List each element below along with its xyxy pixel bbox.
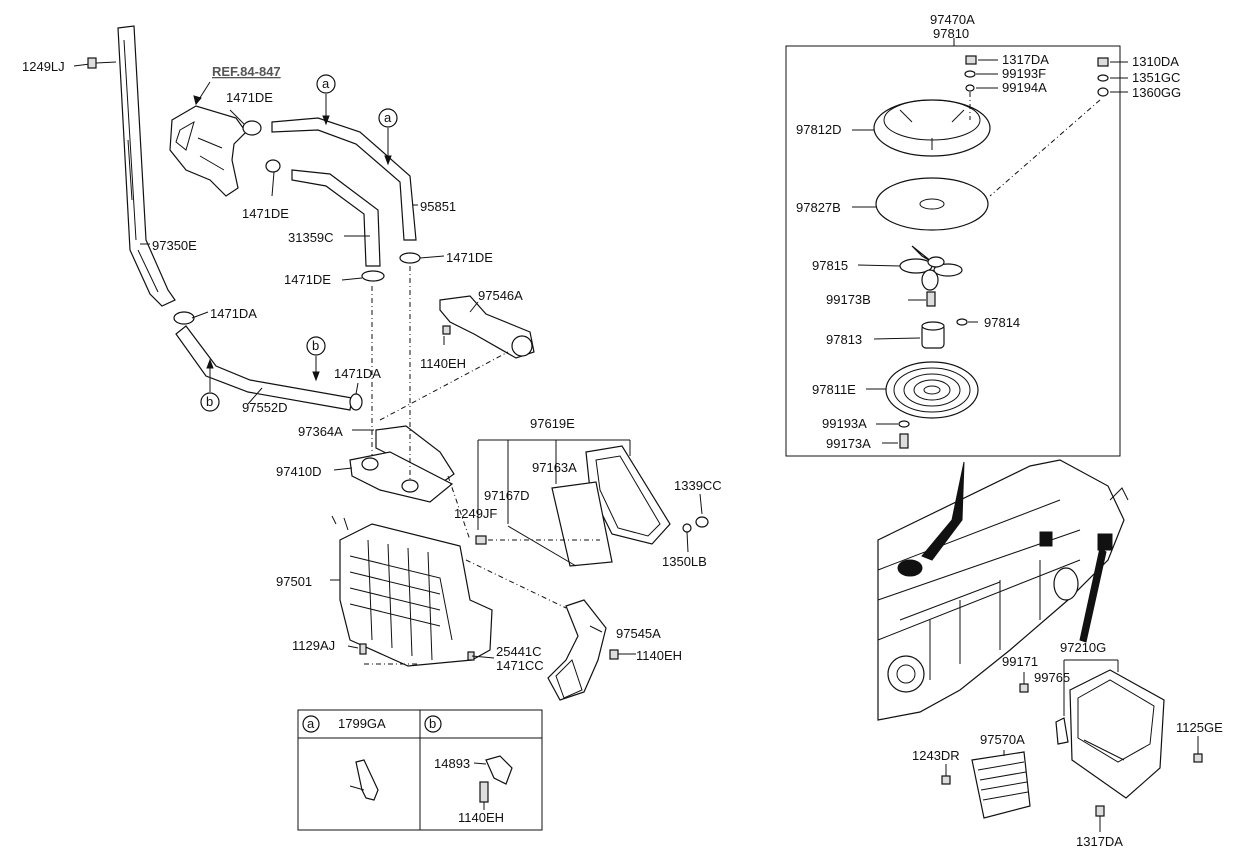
callout-97814: 97814 [984, 315, 1020, 330]
callout-97546a: 97546A [478, 288, 523, 303]
callout-1317da: 1317DA [1002, 52, 1049, 67]
callout-1249jf: 1249JF [454, 506, 497, 521]
callout-97501: 97501 [276, 574, 312, 589]
callout-1471de: 1471DE [226, 90, 273, 105]
callout-1471da: 1471DA [334, 366, 381, 381]
callout-99173a: 99173A [826, 436, 871, 451]
callout-97552d: 97552D [242, 400, 288, 415]
callout-1350lb: 1350LB [662, 554, 707, 569]
callout-97570a: 97570A [980, 732, 1025, 747]
marker-b: b [206, 394, 213, 409]
callout-99193a: 99193A [822, 416, 867, 431]
filter-frame [475, 445, 709, 567]
clamps-1471de [242, 120, 421, 282]
callout-97364a: 97364A [298, 424, 343, 439]
ref-label: REF.84-847 [212, 64, 281, 79]
callout-1471de: 1471DE [284, 272, 331, 287]
callout-99765: 99765 [1034, 670, 1070, 685]
callout-1140eh: 1140EH [420, 356, 466, 371]
callout-1360gg: 1360GG [1132, 85, 1181, 100]
legend-marker-a: a [307, 716, 315, 731]
callout-97470a: 97470A [930, 12, 975, 27]
assembly-lines [364, 266, 600, 665]
callout-97545a: 97545A [616, 626, 661, 641]
heater-bracket [169, 105, 247, 197]
legend-box [297, 709, 543, 831]
callout-97827b: 97827B [796, 200, 841, 215]
callout-97210g: 97210G [1060, 640, 1106, 655]
duct-97350e [117, 25, 176, 307]
legend-text: a b 1799GA 14893 1140EH [307, 716, 504, 825]
callout-1243dr: 1243DR [912, 748, 960, 763]
callout-1351gc: 1351GC [1132, 70, 1180, 85]
callout-1310da: 1310DA [1132, 54, 1179, 69]
outlet-97410d [349, 425, 455, 503]
callout-1140eh: 1140EH [636, 648, 682, 663]
callout-1471de: 1471DE [242, 206, 289, 221]
case-97210g [941, 659, 1203, 832]
callout-99194a: 99194A [1002, 80, 1047, 95]
callout-97813: 97813 [826, 332, 862, 347]
callout-1471da: 1471DA [210, 306, 257, 321]
callout-1471cc: 1471CC [496, 658, 544, 673]
blower-assembly-box [785, 38, 1128, 457]
callout-97410d: 97410D [276, 464, 322, 479]
vehicle-silhouette [877, 459, 1129, 721]
callout-31359c: 31359C [288, 230, 334, 245]
duct-97545a [467, 599, 619, 701]
callout-97810: 97810 [933, 26, 969, 41]
callout-97163a: 97163A [532, 460, 577, 475]
heater-unit-97501 [331, 515, 493, 667]
bolt-1249lj [73, 57, 117, 69]
marker-a: a [384, 110, 392, 125]
callout-1339cc: 1339CC [674, 478, 722, 493]
marker-a: a [322, 76, 330, 91]
callout-99171: 99171 [1002, 654, 1038, 669]
circle-markers: a a b b [200, 74, 398, 412]
legend-part-b2: 1140EH [458, 810, 504, 825]
callout-97812d: 97812D [796, 122, 842, 137]
callout-1129aj: 1129AJ [292, 638, 335, 653]
callout-1249lj: 1249LJ [22, 59, 65, 74]
callout-95851: 95851 [420, 199, 456, 214]
fan-97815 [899, 245, 963, 291]
callout-1471de: 1471DE [446, 250, 493, 265]
marker-b: b [312, 338, 319, 353]
legend-part-a: 1799GA [338, 716, 386, 731]
callout-25441c: 25441C [496, 644, 542, 659]
leader-lines-left [140, 94, 703, 659]
callout-1125ge: 1125GE [1176, 720, 1223, 735]
callout-97811e: 97811E [812, 382, 856, 397]
callout-97167d: 97167D [484, 488, 530, 503]
legend-part-b1: 14893 [434, 756, 470, 771]
callout-99173b: 99173B [826, 292, 871, 307]
callout-1317da: 1317DA [1076, 834, 1123, 848]
callout-97815: 97815 [812, 258, 848, 273]
callout-99193f: 99193F [1002, 66, 1046, 81]
elbow-97546a [439, 295, 535, 359]
callout-97350e: 97350E [152, 238, 197, 253]
legend-marker-b: b [429, 716, 436, 731]
callout-97619e: 97619E [530, 416, 575, 431]
callout-labels: 1249LJ REF.84-847 1471DE 1471DE 95851 31… [22, 12, 1223, 848]
